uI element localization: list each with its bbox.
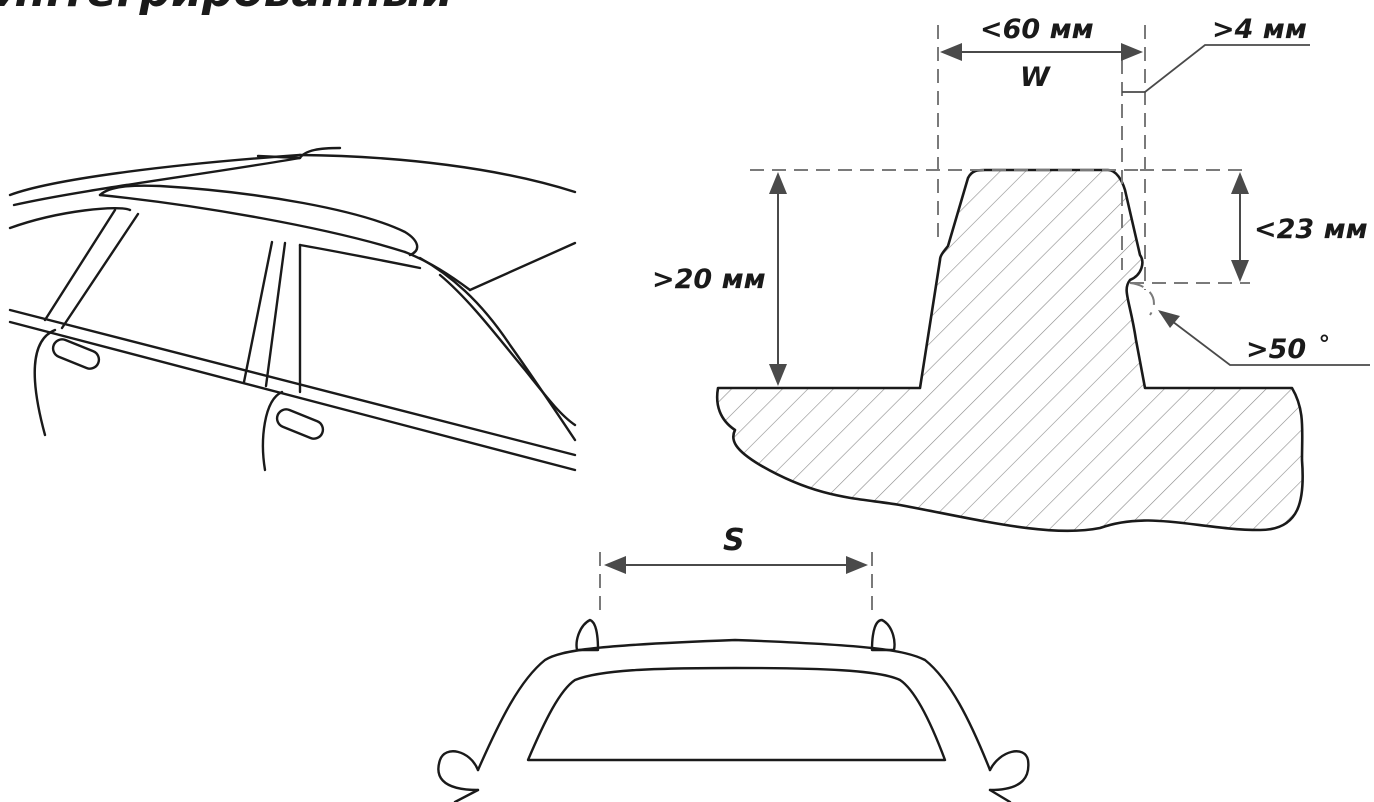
- door-handle-front: [275, 408, 325, 440]
- roof-rail: [98, 184, 419, 257]
- mirror-right: [988, 750, 1030, 792]
- height-min-label: >20 мм: [652, 264, 766, 295]
- car-rear-view: S: [437, 523, 1030, 802]
- spacing-symbol-label: S: [723, 523, 745, 558]
- rail-profile: <60 мм W >4 мм >20 мм <23 мм >50 ˚: [652, 14, 1370, 533]
- gap-max-label: <23 мм: [1254, 214, 1368, 245]
- lip-leader: [1122, 44, 1310, 93]
- car-side-view: [8, 146, 577, 472]
- rail-cross-section: [715, 168, 1304, 533]
- rear-window: [526, 666, 947, 762]
- angle-leader: [1159, 311, 1370, 366]
- lip-min-label: >4 мм: [1212, 14, 1307, 45]
- width-symbol-label: W: [1020, 62, 1051, 93]
- rail-right: [870, 618, 896, 652]
- door-handle-rear: [51, 338, 101, 370]
- angle-min-label: >50 ˚: [1246, 334, 1329, 365]
- rail-left: [575, 618, 600, 652]
- width-max-label: <60 мм: [980, 14, 1094, 45]
- page-title: Интегрированный: [0, 0, 453, 17]
- mirror-left: [437, 750, 480, 792]
